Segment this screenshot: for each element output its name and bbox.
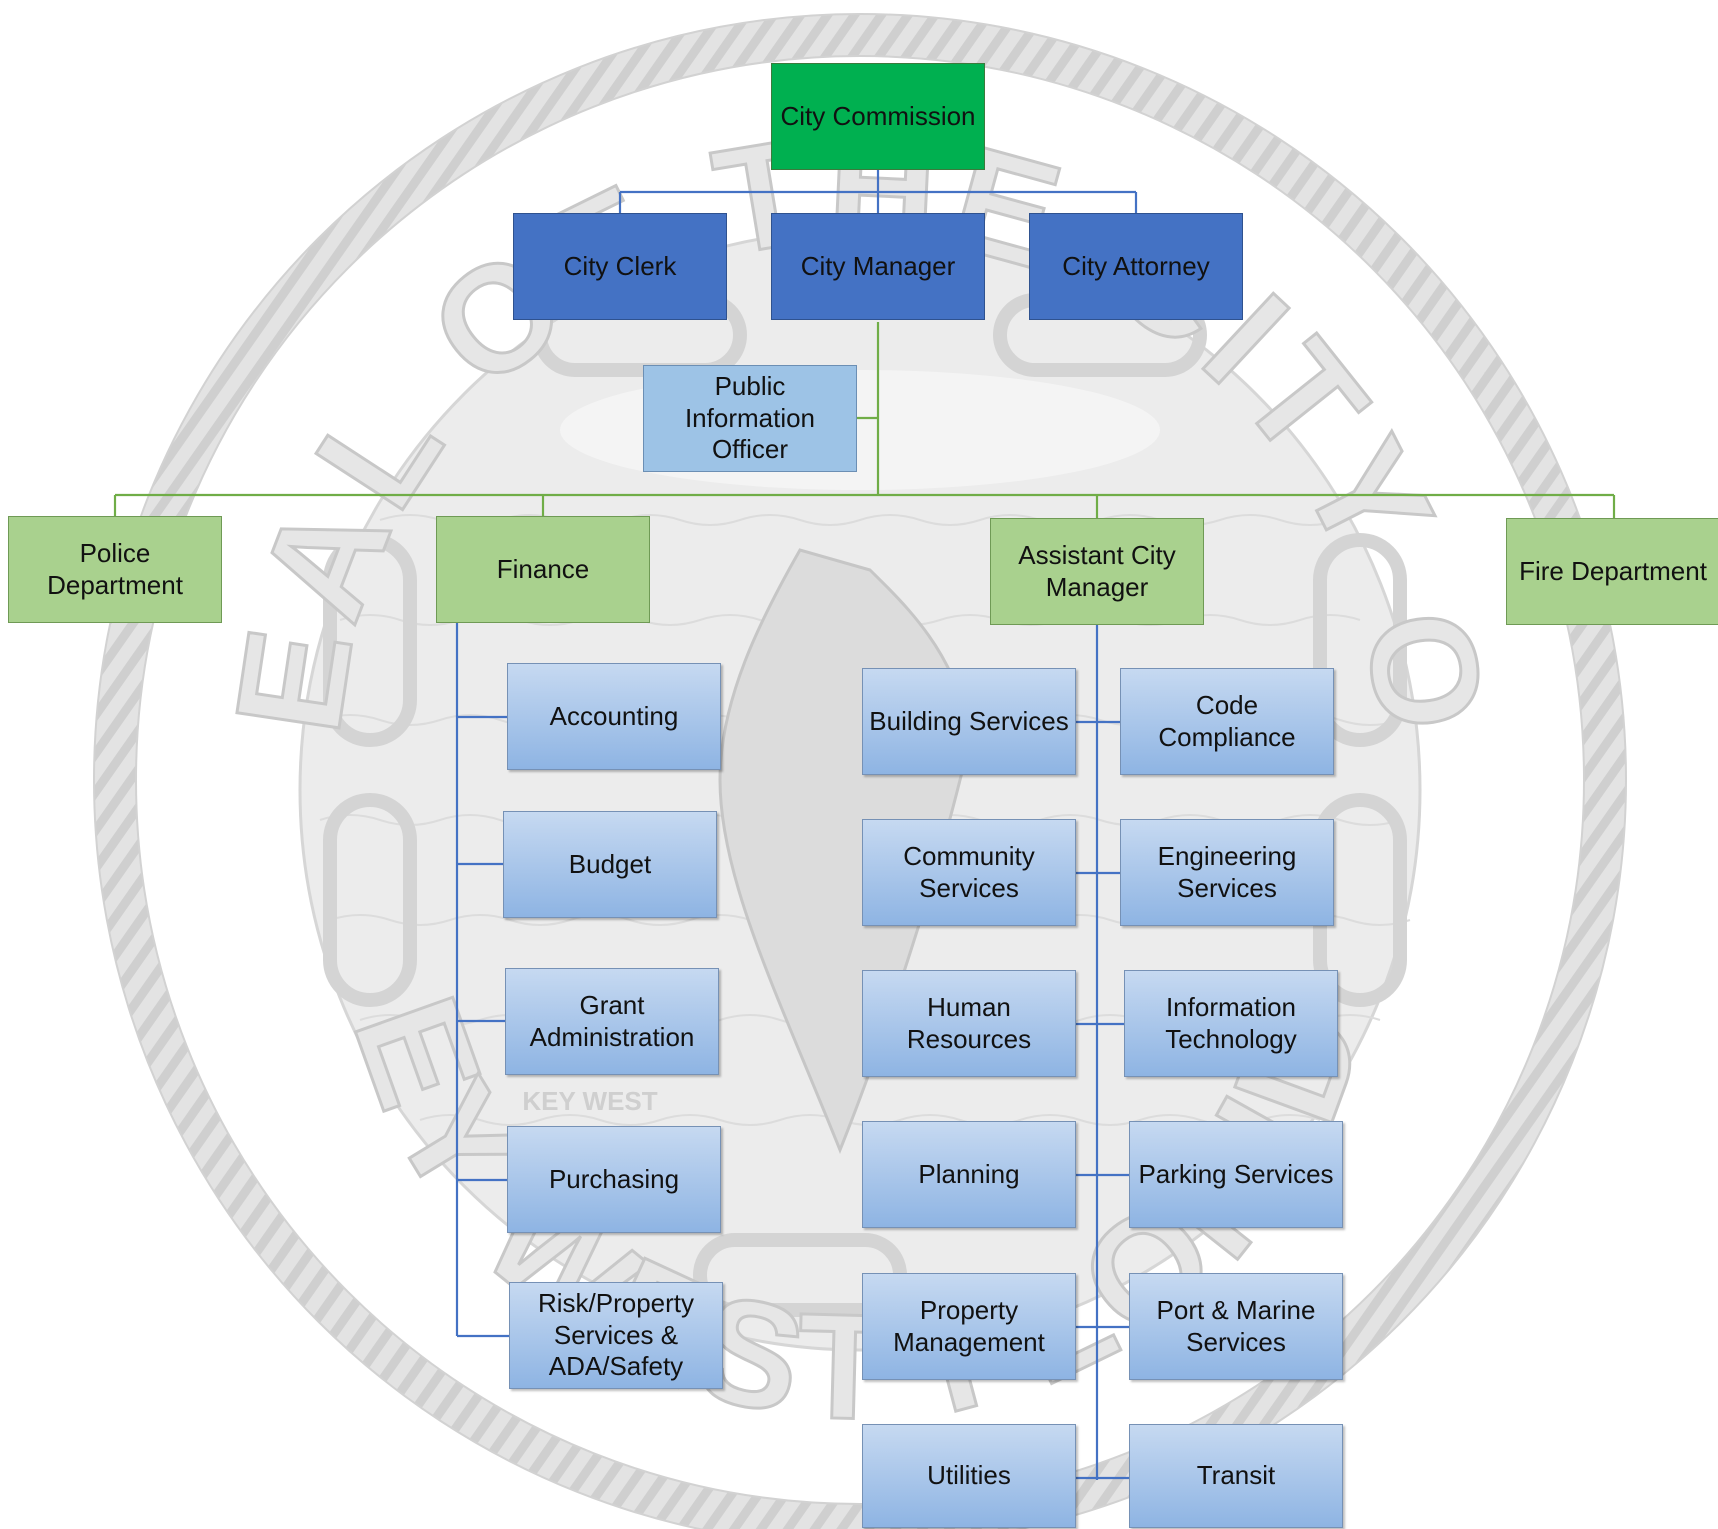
planning-label: Planning xyxy=(918,1158,1020,1189)
grant-administration-box: Grant Administration xyxy=(505,968,719,1075)
finance-label: Finance xyxy=(496,553,590,584)
purchasing-label: Purchasing xyxy=(548,1163,680,1194)
parking-services-box: Parking Services xyxy=(1129,1121,1343,1228)
city-clerk-label: City Clerk xyxy=(563,250,677,281)
human-resources-label: Human Resources xyxy=(906,991,1032,1054)
port-marine-services-box: Port & Marine Services xyxy=(1129,1273,1343,1380)
property-management-label: Property Management xyxy=(893,1294,1045,1357)
budget-label: Budget xyxy=(568,848,652,879)
information-technology-label: Information Technology xyxy=(1165,991,1297,1054)
human-resources-box: Human Resources xyxy=(862,970,1076,1077)
transit-box: Transit xyxy=(1129,1424,1343,1528)
public-information-officer-label: Public Information Officer xyxy=(684,370,816,465)
community-services-label: Community Services xyxy=(903,840,1035,903)
police-department-box: Police Department xyxy=(8,516,222,623)
city-commission-box: City Commission xyxy=(771,63,985,170)
city-attorney-box: City Attorney xyxy=(1029,213,1243,320)
finance-box: Finance xyxy=(436,516,650,623)
connectors-green xyxy=(113,322,1616,518)
fire-department-box: Fire Department xyxy=(1506,518,1718,625)
code-compliance-label: Code Compliance xyxy=(1158,689,1296,752)
engineering-services-box: Engineering Services xyxy=(1120,819,1334,926)
police-department-label: Police Department xyxy=(47,537,183,600)
fire-department-label: Fire Department xyxy=(1519,555,1707,586)
transit-label: Transit xyxy=(1196,1460,1276,1491)
engineering-services-label: Engineering Services xyxy=(1157,840,1297,903)
city-attorney-label: City Attorney xyxy=(1062,250,1210,281)
assistant-city-manager-box: Assistant City Manager xyxy=(990,518,1204,625)
parking-services-label: Parking Services xyxy=(1138,1158,1334,1189)
information-technology-box: Information Technology xyxy=(1124,970,1338,1077)
port-marine-services-label: Port & Marine Services xyxy=(1156,1294,1316,1357)
building-services-label: Building Services xyxy=(869,705,1069,736)
accounting-label: Accounting xyxy=(549,700,679,731)
utilities-label: Utilities xyxy=(927,1460,1011,1491)
grant-administration-label: Grant Administration xyxy=(529,989,695,1052)
building-services-box: Building Services xyxy=(862,668,1076,775)
utilities-box: Utilities xyxy=(862,1424,1076,1528)
purchasing-box: Purchasing xyxy=(507,1126,721,1233)
public-information-officer-box: Public Information Officer xyxy=(643,365,857,472)
community-services-box: Community Services xyxy=(862,819,1076,926)
seal-inner-label: KEY WEST xyxy=(522,1086,657,1116)
city-clerk-box: City Clerk xyxy=(513,213,727,320)
code-compliance-box: Code Compliance xyxy=(1120,668,1334,775)
planning-box: Planning xyxy=(862,1121,1076,1228)
budget-box: Budget xyxy=(503,811,717,918)
accounting-box: Accounting xyxy=(507,663,721,770)
risk-property-services-label: Risk/Property Services & ADA/Safety xyxy=(537,1287,695,1382)
connectors-blue xyxy=(455,170,1138,1480)
risk-property-services-box: Risk/Property Services & ADA/Safety xyxy=(509,1282,723,1389)
city-commission-label: City Commission xyxy=(780,100,976,131)
seal-rope-ring xyxy=(93,13,1627,1529)
city-manager-box: City Manager xyxy=(771,213,985,320)
property-management-box: Property Management xyxy=(862,1273,1076,1380)
city-manager-label: City Manager xyxy=(800,250,956,281)
assistant-city-manager-label: Assistant City Manager xyxy=(1018,539,1176,602)
